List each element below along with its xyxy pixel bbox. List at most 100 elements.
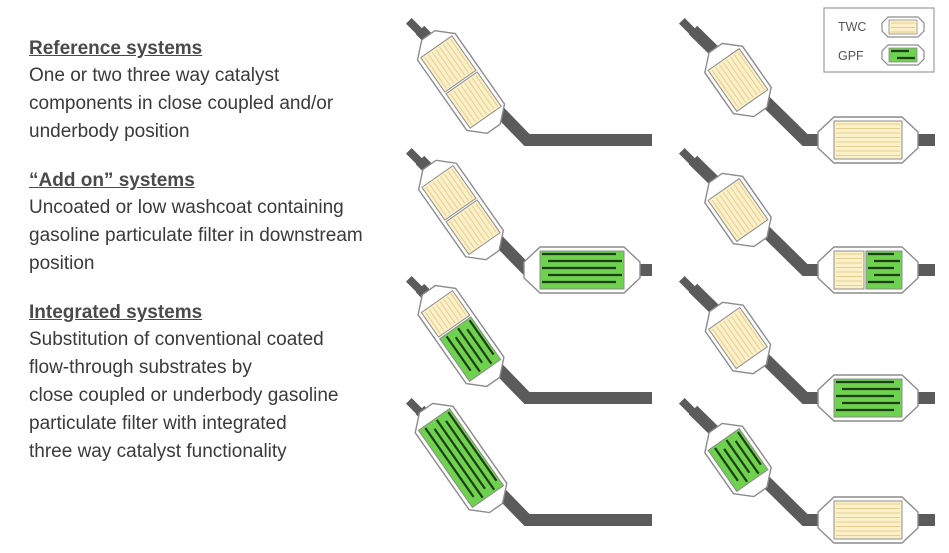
inlet-flange <box>405 17 431 43</box>
twc-channel-line <box>719 323 746 361</box>
text-column: Reference systems One or two three way c… <box>29 36 409 488</box>
twc-channel-line <box>443 298 460 321</box>
section-add-on-systems: “Add on” systems Uncoated or low washcoa… <box>29 168 409 278</box>
gpf-substrate <box>834 379 902 417</box>
brick-outline <box>833 378 903 418</box>
twc-channel-line <box>439 46 462 79</box>
gpf-channel-line <box>433 428 484 499</box>
twc-channel-line <box>475 74 499 107</box>
twc-channel-line <box>424 57 447 89</box>
section-text-line: underbody position <box>29 121 190 142</box>
catalyst-canister <box>817 374 919 422</box>
twc-channel-line <box>453 218 475 249</box>
twc-channel-line <box>733 54 762 93</box>
twc-substrate <box>834 121 902 159</box>
twc-channel-line <box>727 318 754 355</box>
twc-channel-line <box>734 313 761 350</box>
flange-plate <box>678 17 704 43</box>
twc-channel-line <box>436 304 452 326</box>
brick-outline <box>833 250 865 290</box>
twc-channel-line <box>428 54 451 87</box>
twc-substrate <box>708 48 768 112</box>
brick-outline <box>707 427 769 493</box>
twc-substrate <box>708 307 768 369</box>
brick-outline <box>707 47 769 113</box>
twc-channel-line <box>712 328 739 366</box>
canister-shell <box>416 29 506 135</box>
twc-channel-line <box>737 51 765 90</box>
gpf-channel-line <box>723 448 748 483</box>
twc-channel-line <box>711 199 739 239</box>
twc-channel-line <box>429 184 451 215</box>
twc-channel-line <box>464 210 486 241</box>
gpf-channel-line <box>424 427 475 498</box>
gpf-channel-line <box>447 411 498 482</box>
gpf-channel-line <box>714 447 739 482</box>
brick-outline <box>417 407 505 509</box>
section-text-line: Uncoated or low washcoat containing <box>29 197 344 218</box>
gpf-channel-line <box>725 439 751 474</box>
brick-outline <box>421 164 477 221</box>
twc-channel-line <box>447 296 463 319</box>
twc-channel-line <box>719 194 747 233</box>
twc-channel-line <box>722 192 750 231</box>
section-heading: Reference systems <box>29 38 203 59</box>
brick-outline <box>707 306 769 370</box>
flange-plate <box>678 397 704 423</box>
twc-channel-line <box>715 67 743 106</box>
section-text-line: Substitution of conventional coated <box>29 329 324 350</box>
twc-channel-line <box>726 59 754 98</box>
twc-channel-line <box>471 205 494 236</box>
twc-channel-line <box>733 184 762 223</box>
twc-channel-line <box>730 186 758 226</box>
twc-substrate <box>834 501 902 539</box>
twc-channel-line <box>453 90 476 123</box>
section-text-line: flow-through substrates by <box>29 357 252 378</box>
brick-outline <box>539 250 625 290</box>
legend-gpf-icon <box>881 44 925 66</box>
gpf-channel-line <box>466 328 493 365</box>
catalyst-canister <box>417 284 505 388</box>
twc-channel-line <box>711 69 739 109</box>
section-text-line: three way catalyst functionality <box>29 441 287 462</box>
gpf-swatch <box>881 44 925 66</box>
twc-channel-line <box>435 49 459 81</box>
brick-outline <box>865 250 903 290</box>
twc-channel-line <box>447 171 470 202</box>
brick-outline <box>833 500 903 540</box>
twc-channel-line <box>726 189 754 228</box>
twc-channel-line <box>723 320 750 358</box>
legend-box: TWC GPF <box>823 7 935 73</box>
brick-outline <box>420 35 477 93</box>
twc-channel-line <box>715 197 743 236</box>
twc-swatch <box>881 16 925 38</box>
gpf-substrate <box>418 408 504 508</box>
twc-channel-line <box>432 181 455 212</box>
flange-plate <box>678 275 704 301</box>
twc-channel-line <box>719 64 747 103</box>
brick-outline <box>445 71 502 129</box>
inlet-flange <box>678 275 704 301</box>
catalyst-canister <box>817 116 919 164</box>
brick-outline <box>833 120 903 160</box>
legend-label-twc: TWC <box>838 20 866 34</box>
section-heading: Integrated systems <box>29 302 203 323</box>
inlet-flange <box>678 17 704 43</box>
twc-channel-line <box>443 173 466 204</box>
twc-channel-line <box>460 213 483 244</box>
catalyst-canister <box>704 172 772 248</box>
gpf-channel-line <box>454 336 481 373</box>
catalyst-canister <box>704 42 772 118</box>
gpf-substrate <box>708 428 768 492</box>
section-reference-systems: Reference systems One or two three way c… <box>29 36 409 146</box>
twc-channel-line <box>730 56 758 96</box>
inlet-flange <box>405 147 431 173</box>
brick-outline <box>707 177 769 243</box>
catalyst-canister <box>704 422 772 498</box>
gpf-channel-line <box>737 431 762 466</box>
catalyst-components <box>405 17 919 544</box>
twc-substrate <box>446 71 502 129</box>
gpf-channel-line <box>445 335 472 372</box>
flange-plate <box>405 17 431 43</box>
